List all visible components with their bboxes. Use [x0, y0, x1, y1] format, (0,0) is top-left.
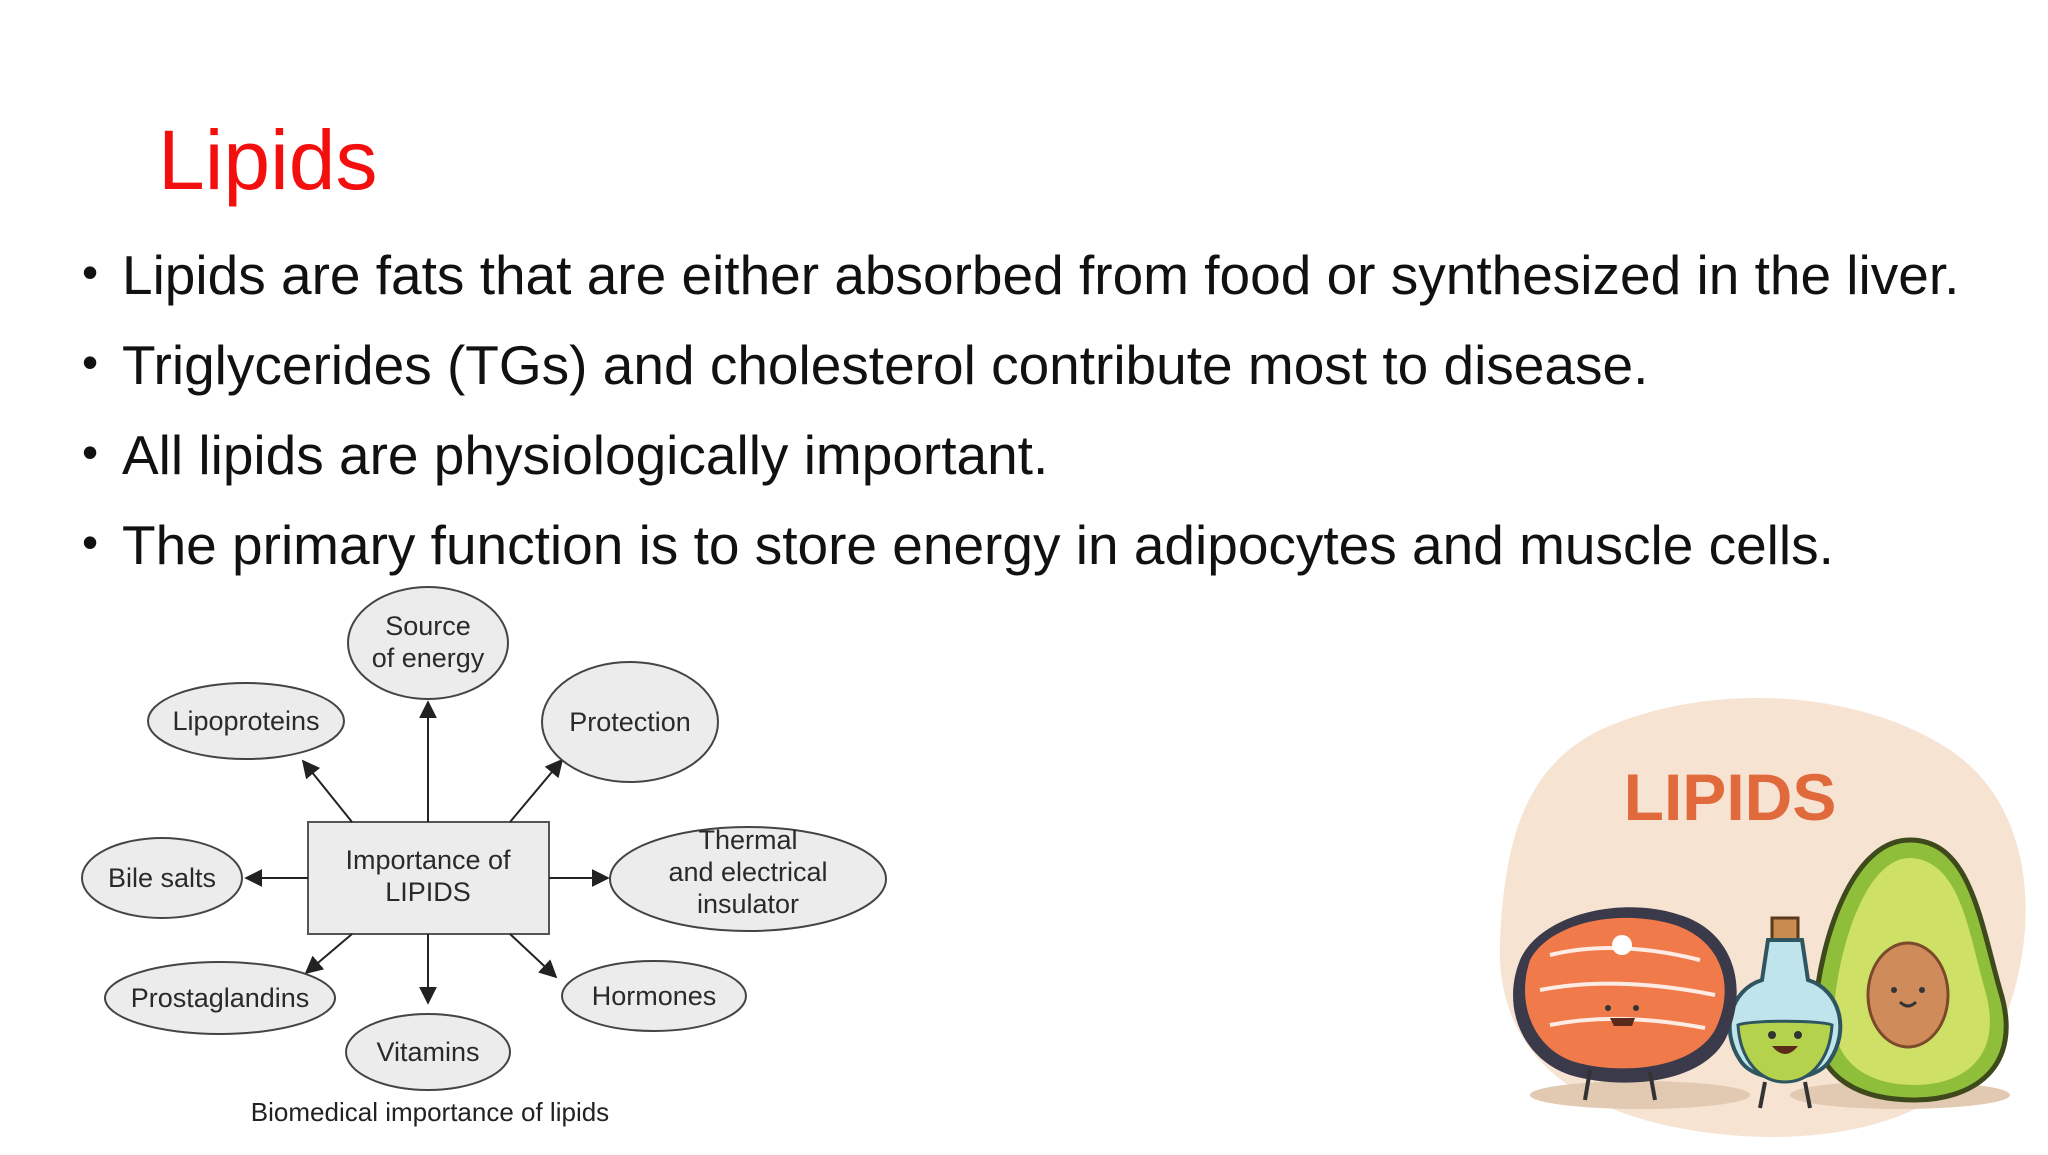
node-bile-salts: Bile salts — [81, 837, 243, 919]
arrow-to-hormones — [509, 933, 558, 979]
node-source-energy-line2: of energy — [372, 643, 485, 673]
bullet-text: All lipids are physiologically important… — [122, 424, 1049, 486]
node-prostaglandins: Prostaglandins — [104, 961, 336, 1035]
lipids-food-illustration: LIPIDS — [1480, 690, 2040, 1155]
illustration-word: LIPIDS — [1624, 760, 1837, 834]
bullet-dot-icon: • — [82, 426, 99, 478]
center-label-line2: LIPIDS — [385, 877, 471, 907]
bullet-item: • The primary function is to store energ… — [82, 502, 1959, 592]
bullet-list: • Lipids are fats that are either absorb… — [82, 232, 1959, 592]
diagram-arrows — [244, 700, 610, 1005]
bullet-item: • Lipids are fats that are either absorb… — [82, 232, 1959, 322]
arrow-to-prostaglandins — [304, 933, 353, 975]
node-source-energy-line1: Source — [385, 611, 471, 641]
bullet-dot-icon: • — [82, 336, 99, 388]
node-thermal-line2: and electrical — [668, 857, 827, 887]
node-lipoproteins-label: Lipoproteins — [172, 706, 319, 736]
node-prostaglandins-label: Prostaglandins — [131, 983, 310, 1013]
node-protection-label: Protection — [569, 707, 691, 737]
node-hormones-label: Hormones — [592, 981, 717, 1011]
node-source-energy: Source of energy — [347, 586, 509, 700]
bullet-item: • Triglycerides (TGs) and cholesterol co… — [82, 322, 1959, 412]
bullet-text: The primary function is to store energy … — [122, 514, 1834, 576]
node-vitamins-label: Vitamins — [376, 1037, 479, 1067]
node-thermal-line1: Thermal — [698, 825, 797, 855]
salmon-steak-icon — [1513, 907, 1737, 1101]
bullet-item: • All lipids are physiologically importa… — [82, 412, 1959, 502]
diagram-canvas: Importance of LIPIDS Source of energ — [81, 586, 887, 1127]
bullet-text: Triglycerides (TGs) and cholesterol cont… — [122, 334, 1649, 396]
arrow-to-lipoproteins — [301, 759, 353, 823]
bullet-dot-icon: • — [82, 246, 99, 298]
node-protection: Protection — [541, 661, 719, 783]
diagram-caption: Biomedical importance of lipids — [251, 1097, 609, 1127]
bullet-dot-icon: • — [82, 516, 99, 568]
node-bile-salts-label: Bile salts — [108, 863, 216, 893]
lipid-importance-diagram: Importance of LIPIDS Source of energ — [70, 585, 930, 1150]
center-box: Importance of LIPIDS — [307, 821, 550, 935]
bullet-text: Lipids are fats that are either absorbed… — [122, 244, 1960, 306]
center-label-line1: Importance of — [345, 845, 511, 875]
arrow-to-protection — [509, 758, 564, 823]
illustration-canvas: LIPIDS — [1499, 697, 2026, 1137]
node-thermal-line3: insulator — [697, 889, 799, 919]
node-hormones: Hormones — [561, 960, 747, 1032]
slide-title: Lipids — [158, 113, 378, 207]
node-thermal: Thermal and electrical insulator — [609, 825, 887, 932]
node-lipoproteins: Lipoproteins — [147, 682, 345, 760]
avocado-icon — [1812, 837, 2009, 1103]
node-vitamins: Vitamins — [345, 1013, 511, 1091]
